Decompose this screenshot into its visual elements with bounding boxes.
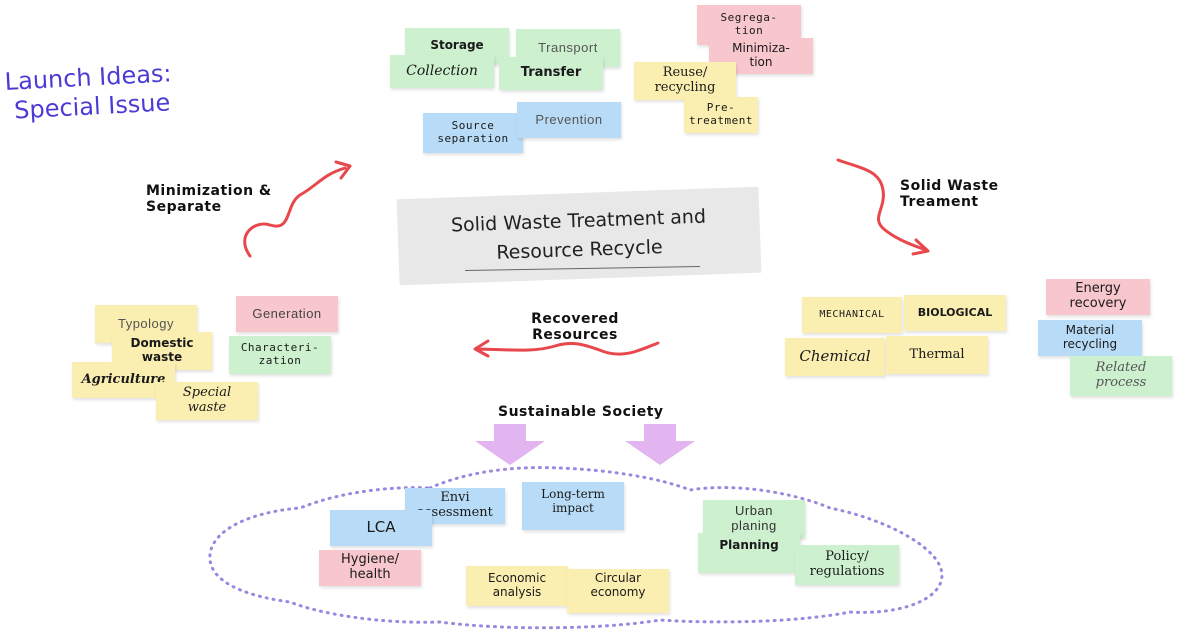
squiggle-arrow-minimization	[243, 166, 347, 258]
squiggle-arrow-recovered	[476, 341, 660, 356]
label-solid-waste-treatment: Solid Waste Treament	[900, 178, 999, 211]
down-arrow-left	[475, 424, 545, 465]
arrowhead-treatment	[911, 238, 930, 256]
note-economic-analysis: Economic analysis	[466, 566, 568, 606]
note-source-separation: Source separation	[423, 113, 523, 153]
squiggle-arrow-treatment	[836, 158, 928, 252]
note-transfer: Transfer	[499, 57, 603, 90]
note-prevention: Prevention	[517, 102, 621, 138]
arrowhead-minimization	[334, 160, 352, 180]
note-characterization: Characteri- zation	[229, 336, 331, 374]
note-thermal: Thermal	[886, 336, 988, 374]
note-special-waste: Special waste	[156, 382, 258, 420]
central-topic-line1: Solid Waste Treatment and	[450, 205, 707, 237]
note-circular-economy: Circular economy	[567, 569, 669, 613]
note-generation: Generation	[236, 296, 338, 332]
arrowhead-recovered	[473, 339, 490, 358]
note-related-process: Related process	[1070, 356, 1172, 396]
note-longterm-impact: Long-term impact	[522, 482, 624, 530]
down-arrow-right	[625, 424, 695, 465]
note-reuse-recycling: Reuse/ recycling	[634, 62, 736, 100]
note-minimization: Minimiza- tion	[709, 38, 813, 74]
note-urban-planing: Urban planing	[703, 500, 805, 538]
note-hygiene-health: Hygiene/ health	[319, 550, 421, 586]
note-mechanical: MECHANICAL	[802, 297, 902, 333]
note-biological: BIOLOGICAL	[904, 295, 1006, 331]
note-collection: Collection	[390, 55, 494, 88]
note-material-recycling: Material recycling	[1038, 320, 1142, 356]
dotted-cloud	[208, 466, 944, 630]
note-lca: LCA	[330, 510, 432, 546]
note-energy-recovery: Energy recovery	[1046, 279, 1150, 315]
central-topic: Solid Waste Treatment and Resource Recyc…	[396, 186, 762, 286]
label-recovered-resources: Recovered Resources	[531, 311, 619, 344]
note-chemical: Chemical	[785, 338, 885, 376]
central-topic-line2: Resource Recycle	[495, 236, 663, 264]
note-planning: Planning	[698, 533, 800, 573]
label-sustainable-society: Sustainable Society	[498, 404, 664, 420]
label-minimization-separate: Minimization & Separate	[146, 183, 272, 216]
note-pretreatment: Pre- treatment	[684, 97, 758, 133]
note-policy-regulations: Policy/ regulations	[795, 545, 899, 585]
